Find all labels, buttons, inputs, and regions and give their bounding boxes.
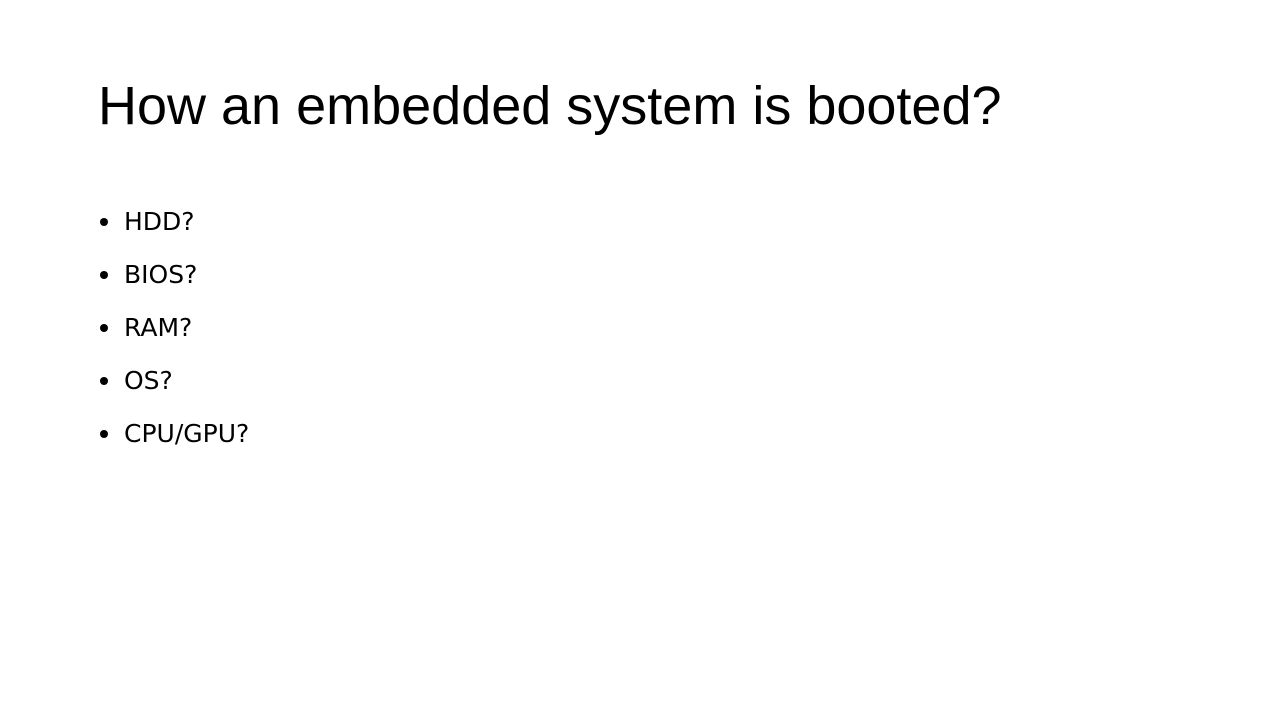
- bullet-icon: [100, 429, 108, 438]
- bullet-text: BIOS?: [124, 260, 198, 289]
- bullet-icon: [100, 323, 108, 332]
- list-item: OS?: [98, 354, 249, 407]
- bullet-list: HDD? BIOS? RAM? OS? CPU/GPU?: [98, 195, 249, 460]
- list-item: HDD?: [98, 195, 249, 248]
- bullet-icon: [100, 376, 108, 385]
- bullet-icon: [100, 270, 108, 279]
- list-item: CPU/GPU?: [98, 407, 249, 460]
- list-item: BIOS?: [98, 248, 249, 301]
- bullet-text: OS?: [124, 366, 173, 395]
- bullet-text: HDD?: [124, 207, 195, 236]
- bullet-icon: [100, 217, 108, 226]
- bullet-text: RAM?: [124, 313, 193, 342]
- list-item: RAM?: [98, 301, 249, 354]
- slide-title: How an embedded system is booted?: [98, 76, 1002, 136]
- bullet-text: CPU/GPU?: [124, 419, 250, 448]
